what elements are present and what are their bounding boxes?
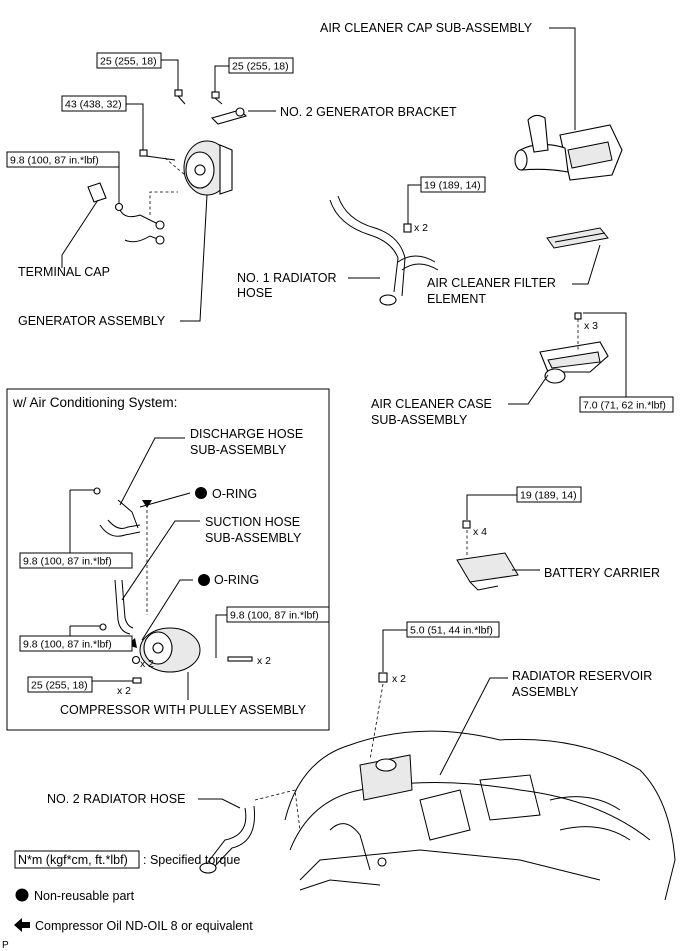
- no2-generator-bracket-drawing: [210, 107, 248, 125]
- no1-radiator-hose-label-1: NO. 1 RADIATOR: [237, 271, 337, 285]
- air-cleaner-case-label-2: SUB-ASSEMBLY: [371, 413, 468, 427]
- no1-radiator-hose-label-2: HOSE: [237, 286, 272, 300]
- legend-nonreusable: Non-reusable part: [34, 889, 135, 903]
- radiator-reservoir-label-1: RADIATOR RESERVOIR: [512, 669, 652, 683]
- oil-arrow-icon: [14, 918, 30, 932]
- no1-radiator-hose-drawing: [329, 195, 439, 306]
- legend-torque-desc: : Specified torque: [143, 853, 240, 867]
- torque-19-hose: 19 (189, 14): [424, 180, 481, 192]
- terminal-cap-drawing: [87, 182, 107, 203]
- discharge-hose-drawing: [93, 487, 141, 537]
- generator-assembly-drawing: [183, 140, 233, 196]
- torque-25-comp: 25 (255, 18): [31, 680, 88, 692]
- o-ring-1-label: O-RING: [212, 487, 257, 501]
- no2-radiator-hose-drawing: [199, 805, 256, 874]
- compressor-drawing: [131, 627, 201, 684]
- suction-hose-label-1: SUCTION HOSE: [205, 515, 300, 529]
- non-reusable-icon: [198, 574, 210, 586]
- air-cleaner-filter-label-1: AIR CLEANER FILTER: [427, 276, 556, 290]
- qty-battery-bolts: x 4: [473, 526, 487, 538]
- terminal-cap-label: TERMINAL CAP: [18, 265, 110, 279]
- generator-harness-drawing: [119, 209, 165, 245]
- suction-hose-drawing: [99, 579, 134, 635]
- generator-assembly-label: GENERATOR ASSEMBLY: [18, 314, 166, 328]
- qty-reservoir-bolts: x 2: [392, 673, 406, 685]
- qty-comp-bolt: x 2: [117, 685, 131, 697]
- non-reusable-icon: [195, 487, 207, 499]
- qty-stud: x 2: [257, 655, 271, 667]
- torque-25-b: 25 (255, 18): [232, 61, 289, 73]
- battery-carrier-drawing: [456, 552, 519, 591]
- torque-5-0-reservoir: 5.0 (51, 44 in.*lbf): [410, 625, 493, 637]
- ac-system-box: [6, 388, 330, 731]
- air-cleaner-filter-label-2: ELEMENT: [427, 292, 486, 306]
- air-cleaner-cap-drawing: [514, 114, 623, 181]
- stud-drawing: [227, 656, 253, 662]
- air-cleaner-case-drawing: [539, 312, 609, 384]
- compressor-label: COMPRESSOR WITH PULLEY ASSEMBLY: [60, 703, 307, 717]
- qty-case-bolts: x 3: [584, 320, 598, 332]
- battery-carrier-label: BATTERY CARRIER: [544, 566, 660, 580]
- no2-radiator-hose-label: NO. 2 RADIATOR HOSE: [47, 792, 185, 806]
- qty-hose-bolts: x 2: [414, 222, 428, 234]
- qty-comp-nut: x 2: [140, 658, 154, 670]
- torque-9-8-stud: 9.8 (100, 87 in.*lbf): [230, 610, 319, 622]
- generator-bolts: [114, 89, 223, 212]
- legend-oil: Compressor Oil ND-OIL 8 or equivalent: [35, 919, 253, 933]
- air-cleaner-case-label-1: AIR CLEANER CASE: [371, 397, 492, 411]
- o-ring-2-label: O-RING: [214, 573, 259, 587]
- torque-7-0-case: 7.0 (71, 62 in.*lbf): [583, 400, 666, 412]
- suction-hose-label-2: SUB-ASSEMBLY: [205, 531, 302, 545]
- no2-generator-bracket-label: NO. 2 GENERATOR BRACKET: [280, 105, 457, 119]
- torque-43: 43 (438, 32): [65, 99, 122, 111]
- torque-9-8-generator: 9.8 (100, 87 in.*lbf): [10, 155, 99, 167]
- legend-torque-unit: N*m (kgf*cm, ft.*lbf): [18, 853, 128, 867]
- discharge-hose-label-2: SUB-ASSEMBLY: [190, 443, 287, 457]
- discharge-hose-label-1: DISCHARGE HOSE: [190, 427, 303, 441]
- non-reusable-icon: [15, 888, 29, 902]
- torque-25-a: 25 (255, 18): [100, 56, 157, 68]
- engine-bay-drawing: [284, 730, 676, 901]
- torque-9-8-suction: 9.8 (100, 87 in.*lbf): [23, 639, 112, 651]
- page-marker: P: [2, 940, 9, 951]
- radiator-reservoir-label-2: ASSEMBLY: [512, 685, 579, 699]
- torque-9-8-discharge: 9.8 (100, 87 in.*lbf): [23, 556, 112, 568]
- torque-19-battery: 19 (189, 14): [520, 490, 577, 502]
- oil-arrow-icon: [142, 500, 152, 508]
- air-cleaner-cap-label: AIR CLEANER CAP SUB-ASSEMBLY: [320, 21, 533, 35]
- ac-system-title: w/ Air Conditioning System:: [12, 395, 177, 410]
- air-cleaner-filter-drawing: [546, 227, 609, 249]
